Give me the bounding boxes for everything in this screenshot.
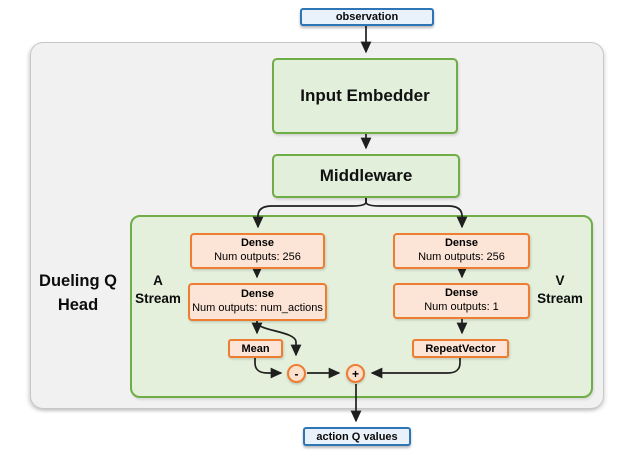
a-dense-2-title: Dense <box>240 288 275 301</box>
a-dense-2-subtitle: Num outputs: num_actions <box>192 302 323 314</box>
middleware-node: Middleware <box>272 154 460 198</box>
v-dense-2-title: Dense <box>444 287 479 300</box>
subtract-op-node: - <box>287 364 306 383</box>
v-dense-1-subtitle: Num outputs: 256 <box>418 251 505 263</box>
a-dense-1-subtitle: Num outputs: 256 <box>214 251 301 263</box>
a-dense-2-node: Dense Num outputs: num_actions <box>188 283 327 321</box>
a-stream-label: A Stream <box>126 272 190 308</box>
v-dense-2-node: Dense Num outputs: 1 <box>393 283 530 319</box>
input-embedder-node: Input Embedder <box>272 58 458 134</box>
dueling-q-head-label-line2: Head <box>57 295 99 314</box>
a-stream-label-line2: Stream <box>135 290 181 306</box>
a-dense-1-node: Dense Num outputs: 256 <box>190 233 325 269</box>
action-q-values-node: action Q values <box>303 427 411 446</box>
observation-node: observation <box>300 8 434 26</box>
dueling-q-head-label: Dueling Q Head <box>22 270 134 318</box>
v-stream-label: V Stream <box>528 272 592 308</box>
repeat-vector-node: RepeatVector <box>412 339 509 358</box>
a-dense-1-title: Dense <box>240 237 275 250</box>
v-stream-label-line1: V <box>555 273 565 288</box>
a-stream-label-line1: A <box>153 273 163 288</box>
dueling-q-head-label-line1: Dueling Q <box>39 272 117 290</box>
v-dense-2-subtitle: Num outputs: 1 <box>424 301 499 313</box>
v-dense-1-title: Dense <box>444 237 479 250</box>
v-stream-label-line2: Stream <box>537 290 583 306</box>
mean-node: Mean <box>228 339 283 358</box>
add-op-node: + <box>346 364 365 383</box>
v-dense-1-node: Dense Num outputs: 256 <box>393 233 530 269</box>
